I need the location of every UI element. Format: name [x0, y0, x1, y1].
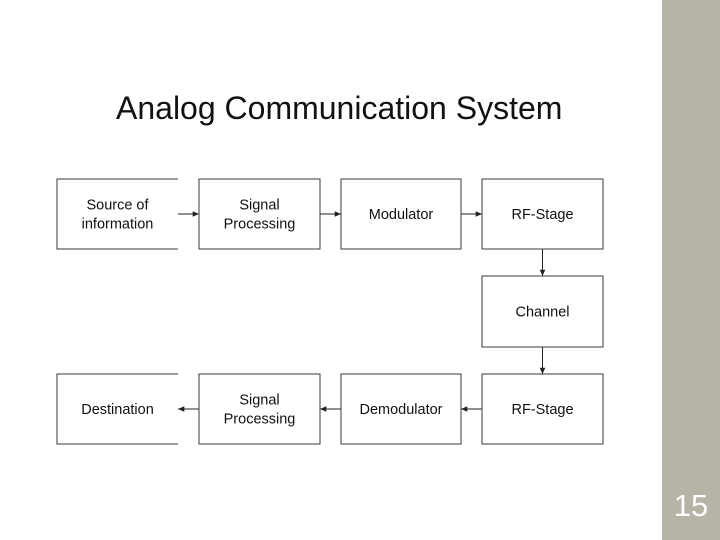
- node-box: [340, 178, 462, 250]
- node-source: Source of information: [56, 178, 178, 250]
- node-demodulator: Demodulator: [340, 373, 462, 445]
- edges-layer: [178, 211, 546, 412]
- slide-title: Analog Communication System: [116, 90, 563, 126]
- nodes-layer: Source ofinformationSignalProcessingModu…: [56, 178, 604, 445]
- node-modulator: Modulator: [340, 178, 462, 250]
- node-label: Modulator: [369, 207, 434, 223]
- node-label: Source of: [86, 198, 149, 214]
- node-label: Signal: [239, 198, 279, 214]
- side-band: [662, 0, 720, 540]
- node-rf-stage-rx: RF-Stage: [481, 373, 604, 445]
- node-box: [481, 373, 604, 445]
- node-label: Processing: [224, 217, 296, 233]
- page-number: 15: [673, 488, 709, 523]
- node-label: RF-Stage: [511, 402, 573, 418]
- node-label: Processing: [224, 412, 296, 428]
- node-box: [481, 275, 604, 348]
- node-destination: Destination: [56, 373, 178, 445]
- node-box: [56, 373, 178, 445]
- node-label: RF-Stage: [511, 207, 573, 223]
- node-box: [198, 373, 321, 445]
- node-box: [56, 178, 178, 250]
- node-rf-stage-tx: RF-Stage: [481, 178, 604, 250]
- node-label: Channel: [515, 305, 569, 321]
- node-label: Signal: [239, 393, 279, 409]
- node-label: Demodulator: [359, 402, 442, 418]
- node-box: [340, 373, 462, 445]
- node-channel: Channel: [481, 275, 604, 348]
- node-box: [481, 178, 604, 250]
- node-label: Destination: [81, 402, 154, 418]
- node-box: [198, 178, 321, 250]
- node-label: information: [82, 217, 154, 233]
